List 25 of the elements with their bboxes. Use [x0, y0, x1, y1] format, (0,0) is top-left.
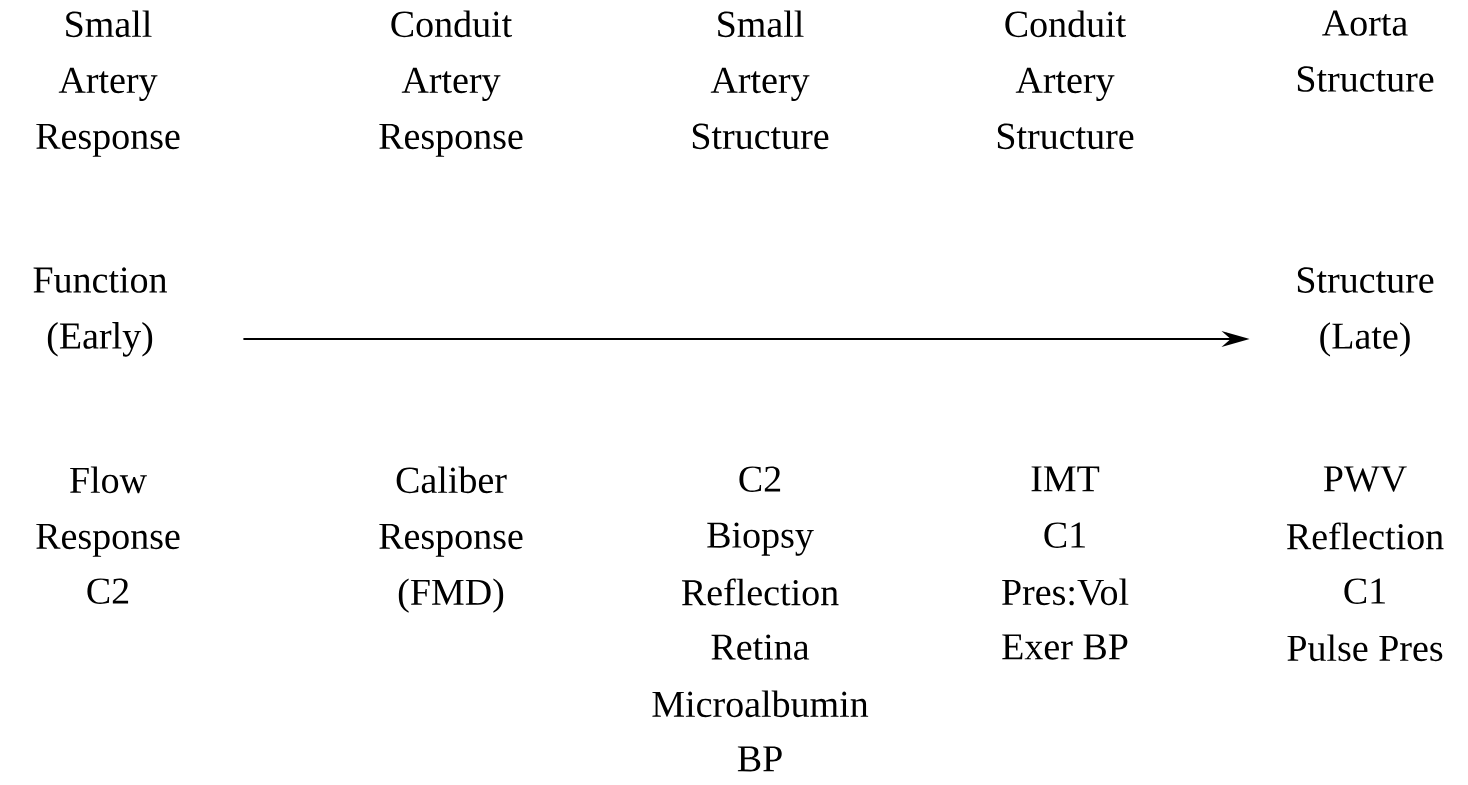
measure-label: C1 — [1044, 522, 1085, 548]
column-heading: Conduit Artery Response — [379, 10, 523, 157]
measure-label: IMT — [1031, 466, 1100, 492]
endpoint-label: Structure (Late) — [1297, 267, 1434, 357]
column-heading: Conduit Artery Structure — [997, 10, 1134, 150]
measure-label: Biopsy — [707, 522, 814, 556]
column-heading: Aorta Structure — [1297, 10, 1434, 92]
measure-label: Exer BP — [1002, 634, 1128, 660]
measure-label: PWV — [1323, 466, 1407, 492]
measure-label: BP — [737, 746, 782, 772]
measure-label: Flow Response — [36, 466, 180, 557]
measure-label: C2 — [87, 578, 129, 604]
measure-label: Microalbumin — [652, 690, 869, 718]
endpoint-label: Function (Early) — [33, 267, 167, 357]
measure-label: Pres:Vol — [1002, 578, 1129, 606]
measure-label: Caliber Response — [379, 466, 523, 557]
measure-label: Reflection — [681, 578, 839, 606]
measure-label: Retina — [711, 634, 810, 660]
column-heading: Small Artery Response — [36, 10, 180, 157]
measure-label: C1 — [1344, 578, 1385, 604]
column-heading: Small Artery Structure — [692, 10, 829, 150]
measure-label: Reflection — [1286, 522, 1444, 550]
measure-label: C2 — [739, 466, 781, 492]
measure-label: Pulse Pres — [1287, 634, 1443, 662]
measure-label: (FMD) — [398, 578, 504, 613]
